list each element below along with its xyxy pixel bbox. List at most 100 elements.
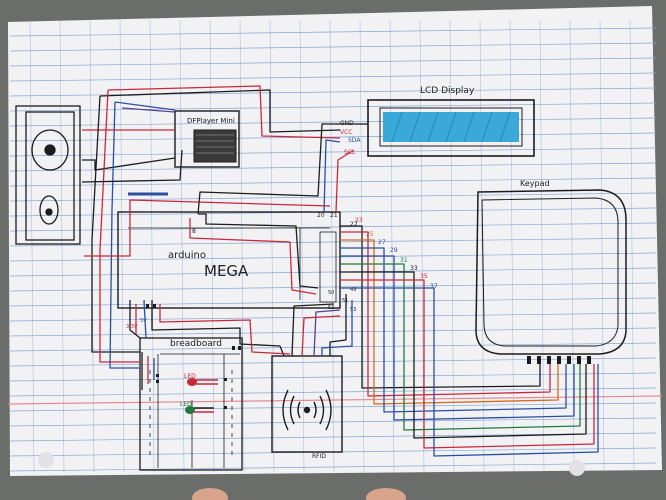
speaker xyxy=(15,105,81,245)
ruled-line xyxy=(9,177,657,187)
v33-label: 3.3V xyxy=(126,324,138,330)
wire xyxy=(99,89,341,133)
wire xyxy=(82,157,176,171)
wire xyxy=(340,271,587,439)
margin-line xyxy=(7,395,663,405)
led2-label: LED xyxy=(180,401,192,408)
pin37-label: 37 xyxy=(430,283,438,290)
wire xyxy=(198,213,319,289)
pin51-label: 51 xyxy=(342,298,348,304)
wire xyxy=(99,89,140,363)
pin53-label: 53 xyxy=(350,307,356,313)
pin25-label: 25 xyxy=(366,231,374,238)
wire xyxy=(151,300,285,357)
ruled-line xyxy=(9,117,657,127)
ruled-line xyxy=(9,417,657,427)
wires xyxy=(81,85,599,457)
pin29-label: 29 xyxy=(390,247,398,254)
pin33-label: 33 xyxy=(410,265,418,272)
lcd-label: LCD Display xyxy=(420,86,475,96)
ruled-line xyxy=(9,72,657,82)
wire xyxy=(84,199,331,257)
ruled-line xyxy=(9,57,657,67)
grid-line xyxy=(299,19,305,473)
wire xyxy=(143,299,147,339)
wire xyxy=(321,300,353,356)
grid-line xyxy=(29,19,35,473)
ruled-line xyxy=(9,27,657,37)
grid-line xyxy=(179,19,185,473)
wire xyxy=(159,304,291,355)
ruled-line xyxy=(9,192,657,202)
ruled-line xyxy=(9,387,657,397)
arduino-label: arduino xyxy=(168,250,206,261)
wire xyxy=(340,255,575,421)
wire xyxy=(340,247,567,413)
ruled-line xyxy=(9,402,657,412)
pin31-label: 31 xyxy=(400,257,408,264)
wire xyxy=(340,263,581,431)
rfid-label: RFID xyxy=(312,453,326,460)
grid-line xyxy=(149,19,155,473)
dfplayer-label: DFPlayer Mini xyxy=(187,117,235,125)
wire xyxy=(340,287,599,457)
green-led xyxy=(185,406,214,414)
pin50-label: 50 xyxy=(328,290,334,296)
led1-label: LED xyxy=(184,373,196,380)
grid-line xyxy=(419,19,425,473)
breadboard-label: breadboard xyxy=(170,339,222,349)
grid-line xyxy=(269,19,275,473)
grid-line xyxy=(59,19,65,473)
pin22-label: 22 xyxy=(350,221,358,228)
lcd-sda-label: SDA xyxy=(348,137,361,144)
breadboard-pins xyxy=(146,304,241,409)
pin23-label: 23 xyxy=(355,217,363,224)
wire xyxy=(323,139,341,213)
dfplayer-module: DFPlayer Mini xyxy=(174,110,240,168)
wire xyxy=(340,225,541,389)
ruled-line xyxy=(9,147,657,157)
rfid-reader xyxy=(271,355,343,453)
wire xyxy=(114,101,176,111)
wire xyxy=(91,95,140,353)
grid-line xyxy=(479,19,485,473)
wire xyxy=(121,107,176,113)
ruled-line xyxy=(9,87,657,97)
wire xyxy=(81,149,183,183)
breadboard xyxy=(139,337,243,471)
ruled-line xyxy=(9,327,657,337)
wire xyxy=(340,239,559,405)
wire xyxy=(313,309,341,357)
ruled-line xyxy=(9,102,657,112)
notebook-paper xyxy=(8,6,662,476)
pin52-label: 52 xyxy=(328,305,334,311)
wire xyxy=(129,300,141,339)
grid-line xyxy=(329,19,335,473)
keypad: Keypad xyxy=(475,179,627,364)
pin20-label: 20 xyxy=(317,212,325,219)
pin27-label: 27 xyxy=(378,239,386,246)
pin35-label: 35 xyxy=(420,273,428,280)
grid-line xyxy=(389,19,395,473)
finger xyxy=(366,488,406,500)
wire xyxy=(301,315,341,357)
red-led xyxy=(187,378,218,386)
v5-label: 5V xyxy=(140,318,147,324)
keypad-label: Keypad xyxy=(520,179,550,188)
ruled-line xyxy=(9,462,657,472)
finger xyxy=(192,488,228,500)
wire xyxy=(197,123,355,215)
grid-line xyxy=(239,19,245,473)
lcd-vcc-label: VCC xyxy=(340,129,352,136)
ruled-line xyxy=(9,42,657,52)
grid-line xyxy=(509,19,515,473)
wire xyxy=(329,294,347,356)
grid-line xyxy=(539,19,545,473)
pin49-label: 49 xyxy=(350,287,356,293)
pin8-label: 8 xyxy=(192,228,196,235)
wire xyxy=(189,218,317,295)
wire xyxy=(291,303,335,357)
grid-line xyxy=(209,19,215,473)
